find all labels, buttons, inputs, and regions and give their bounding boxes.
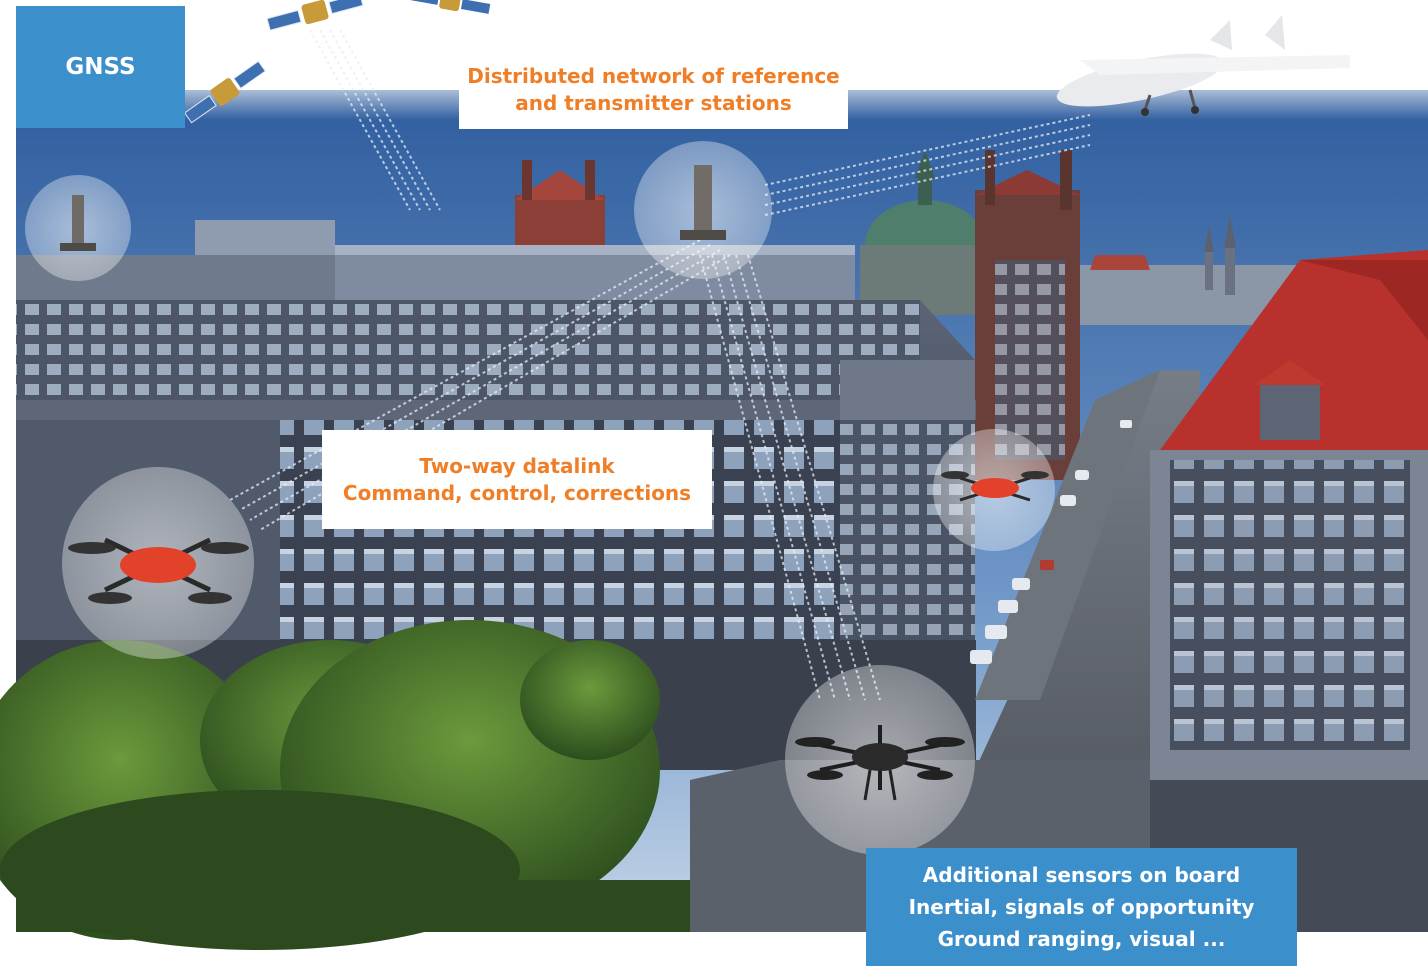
onboard-sensors-label-line1: Additional sensors on board (922, 863, 1241, 887)
quadcopter-drone-icon (62, 467, 254, 659)
satellite-icon (184, 0, 491, 124)
reference-station-icon (25, 175, 131, 281)
left-back-buildings (16, 220, 855, 315)
datalink-label-line1: Two-way datalink (419, 453, 615, 478)
red-roof-back-building (515, 160, 605, 255)
onboard-sensors-label-line2: Inertial, signals of opportunity (908, 895, 1255, 919)
reference-network-label-line1: Distributed network of reference (467, 63, 840, 88)
datalink-label-box: Two-way datalink Command, control, corre… (322, 430, 712, 529)
reference-network-label-line2: and transmitter stations (515, 90, 792, 115)
reference-network-label-box: Distributed network of reference and tra… (459, 50, 848, 129)
onboard-sensors-label-line3: Ground ranging, visual ... (937, 927, 1226, 951)
hexacopter-drone-icon (785, 665, 975, 855)
reference-station-icon (634, 141, 772, 279)
gnss-label-box: GNSS (16, 6, 185, 128)
foreground-trees (0, 620, 696, 950)
brick-tower (975, 150, 1080, 480)
quadcopter-drone-icon (933, 429, 1055, 551)
fixed-wing-uav-icon (1056, 15, 1350, 116)
datalink-label-line2: Command, control, corrections (342, 480, 692, 505)
gnss-label: GNSS (65, 54, 136, 80)
onboard-sensors-label-box: Additional sensors on board Inertial, si… (866, 848, 1297, 966)
